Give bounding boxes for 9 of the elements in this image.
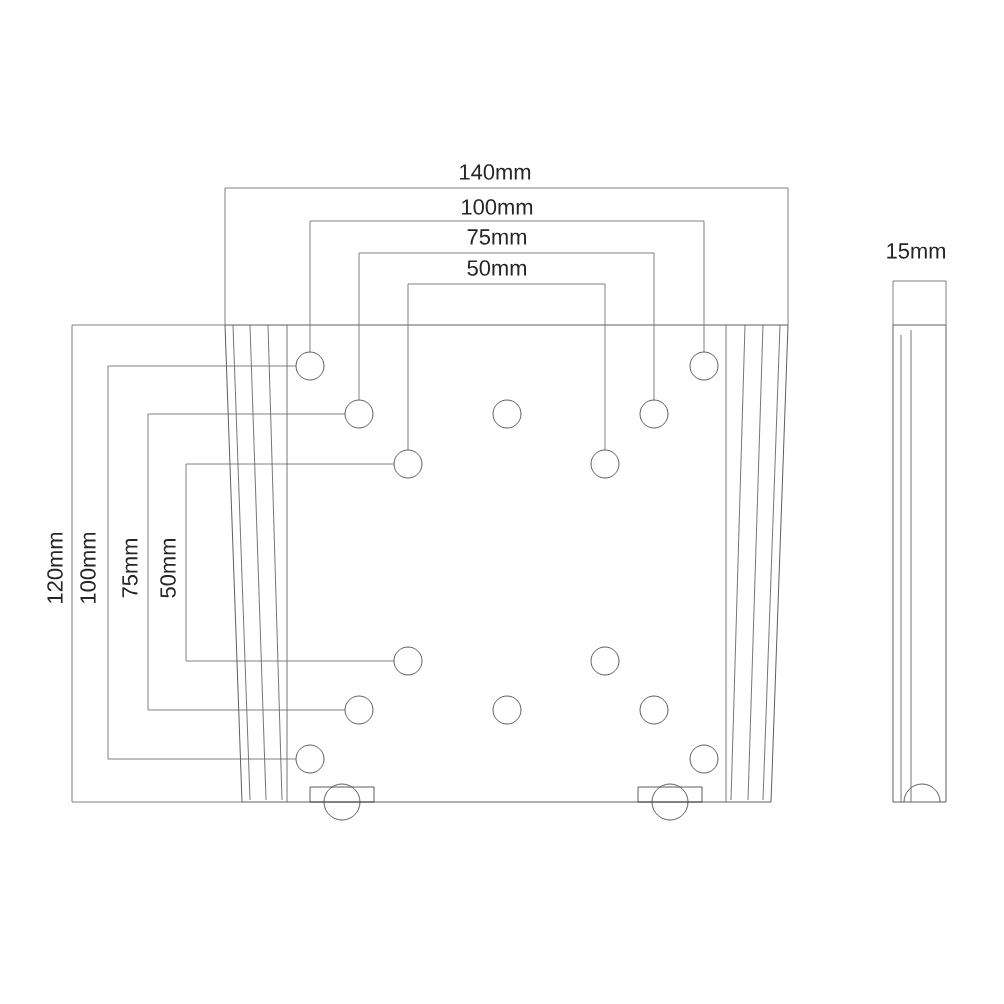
dimension-label: 15mm (887, 243, 945, 259)
dimension-label: 75mm (467, 229, 526, 245)
dimension-label: 120mm (47, 532, 63, 603)
dimension-label: 50mm (160, 539, 176, 598)
dimension-label: 140mm (460, 164, 531, 180)
dimension-label: 100mm (462, 199, 533, 215)
dimension-label: 100mm (80, 532, 96, 603)
dimension-label: 50mm (467, 260, 526, 276)
dimension-label: 75mm (122, 539, 138, 598)
